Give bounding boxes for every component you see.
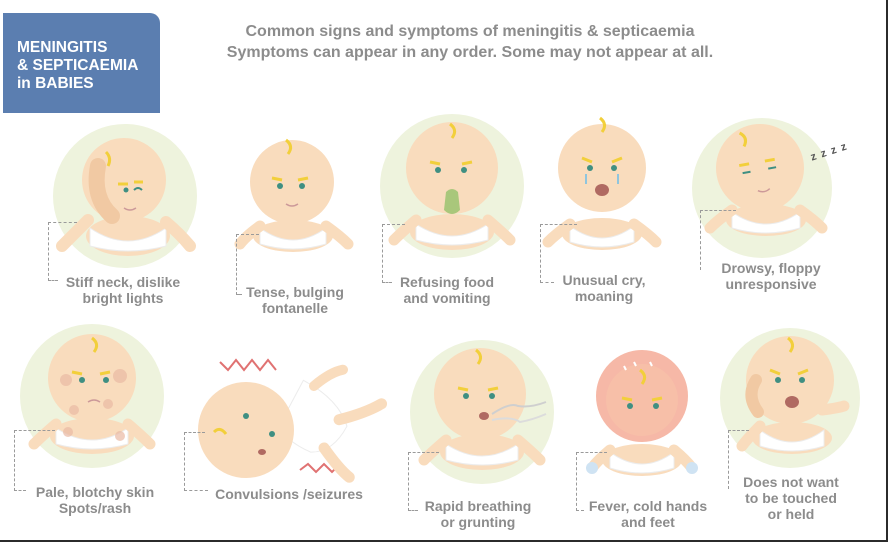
leader-line	[700, 210, 736, 211]
symptom-touch-averse: Does not want to be touched or held	[712, 326, 872, 526]
leader-line	[14, 430, 55, 491]
symptom-rapid-breathing: Rapid breathing or grunting	[400, 336, 570, 536]
header-text: Common signs and symptoms of meningitis …	[190, 21, 750, 63]
baby-breathing-icon	[410, 340, 554, 484]
leader-line	[540, 282, 554, 283]
symptom-label: Refusing food and vomiting	[399, 274, 495, 306]
symptom-label: Drowsy, floppy unresponsive	[721, 260, 821, 292]
baby-rash-icon	[20, 324, 164, 468]
leader-line	[382, 224, 405, 283]
symptom-fever: Fever, cold hands and feet	[570, 350, 720, 536]
title-line-2: & SEPTICAEMIA	[17, 57, 139, 74]
leader-line	[576, 452, 607, 511]
leader-line	[700, 210, 701, 270]
leader-line	[184, 432, 205, 491]
leader-line	[236, 294, 242, 295]
symptom-label: Fever, cold hands and feet	[588, 498, 708, 530]
symptom-label: Pale, blotchy skin Spots/rash	[35, 484, 155, 516]
leader-line	[184, 490, 208, 491]
symptom-label: Convulsions /seizures	[215, 486, 363, 502]
leader-line	[48, 222, 77, 281]
baby-bulging-fontanelle-icon	[234, 138, 354, 252]
title-line-1: MENINGITIS	[17, 39, 108, 56]
baby-convulsion-icon	[198, 358, 388, 483]
baby-stiff-neck-icon	[53, 124, 197, 268]
symptom-label: Stiff neck, dislike bright lights	[65, 274, 181, 306]
symptom-vomiting: Refusing food and vomiting	[370, 106, 530, 306]
symptom-label: Does not want to be touched or held	[743, 474, 839, 522]
symptom-convulsions: Convulsions /seizures	[180, 352, 388, 512]
leader-line	[48, 280, 58, 281]
baby-crying-icon	[542, 116, 662, 250]
leader-line	[14, 490, 26, 491]
baby-drowsy-icon	[692, 118, 832, 258]
leader-line	[728, 430, 749, 489]
leader-line	[408, 510, 418, 511]
leader-line	[236, 234, 259, 295]
symptom-label: Tense, bulging fontanelle	[246, 284, 344, 316]
symptom-label: Unusual cry, moaning	[562, 272, 646, 304]
baby-fever-icon	[586, 350, 698, 476]
symptom-label: Rapid breathing or grunting	[424, 498, 532, 530]
symptom-crying: Unusual cry, moaning	[530, 112, 670, 307]
leader-line	[540, 224, 577, 283]
title-badge: MENINGITIS & SEPTICAEMIA in BABIES	[3, 13, 160, 113]
leader-line	[382, 282, 392, 283]
header-line-1: Common signs and symptoms of meningitis …	[245, 23, 695, 40]
symptom-rash: Pale, blotchy skin Spots/rash	[8, 320, 188, 520]
baby-touch-averse-icon	[720, 328, 860, 468]
baby-vomiting-icon	[380, 114, 524, 258]
symptom-drowsy: z z z z Drowsy, floppy unresponsive	[690, 110, 870, 300]
leader-line	[408, 452, 439, 511]
leader-line	[576, 510, 584, 511]
symptom-bulging-fontanelle: Tense, bulging fontanelle	[228, 132, 378, 317]
symptom-stiff-neck: Stiff neck, dislike bright lights	[40, 124, 210, 306]
header-line-2: Symptoms can appear in any order. Some m…	[226, 44, 714, 61]
title-line-3: in BABIES	[17, 75, 94, 92]
